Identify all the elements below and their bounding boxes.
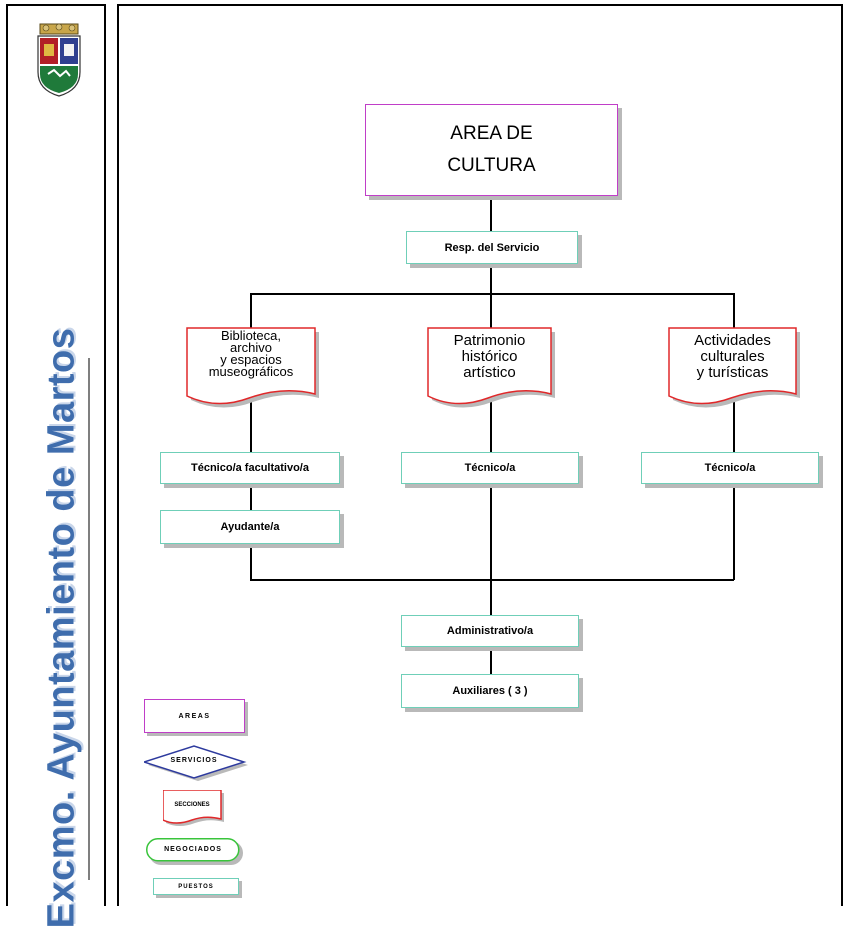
connector [250,579,734,581]
connector [490,646,492,674]
legend-servicios: SERVICIOS [144,745,248,781]
puesto-label: Auxiliares ( 3 ) [452,685,528,697]
connector [490,266,492,294]
seccion-line: Patrimonio [453,332,526,349]
connector [490,400,492,616]
servicio-label: Resp. del Servicio [444,241,540,254]
seccion-line: Actividades [694,332,771,349]
connector [250,293,734,295]
vertical-title: Excmo. Ayuntamiento de Martos [40,327,83,928]
legend-puestos: PUESTOS [153,878,239,895]
seccion-line: histórico [461,348,518,365]
seccion-box: Patrimonio histórico artístico [427,327,555,408]
servicio-box: Resp. del Servicio [406,231,578,264]
area-title-line2: CULTURA [447,155,536,176]
coat-of-arms-icon [34,22,84,98]
area-box: AREA DE CULTURA [365,104,618,196]
legend-areas-label: AREAS [178,712,211,720]
legend-puestos-label: PUESTOS [178,883,214,890]
seccion-line: museográficos [208,364,294,379]
seccion-line: Biblioteca, [221,328,281,343]
legend-negociados: NEGOCIADOS [146,838,243,865]
legend-areas: AREAS [144,699,245,733]
puesto-label: Técnico/a facultativo/a [191,462,309,474]
title-rule [88,358,90,880]
seccion-line: artístico [463,364,516,381]
vertical-title-container: Excmo. Ayuntamiento de Martos [27,328,97,928]
puesto-label: Técnico/a [464,462,516,474]
puesto-box: Técnico/a [401,452,579,484]
seccion-box: Actividades culturales y turísticas [668,327,800,408]
puesto-box: Técnico/a facultativo/a [160,452,340,484]
legend-secciones-label: SECCIONES [174,802,210,808]
connector [733,293,735,328]
puesto-label: Técnico/a [704,462,756,474]
connector [250,293,252,328]
legend-negociados-label: NEGOCIADOS [164,846,222,853]
puesto-label: Administrativo/a [446,625,534,637]
legend-secciones: SECCIONES [163,790,224,826]
connector [733,400,735,580]
connector [250,400,252,580]
seccion-line: culturales [700,348,765,365]
puesto-box: Ayudante/a [160,510,340,544]
puesto-label: Ayudante/a [220,521,280,533]
area-title-line1: AREA DE [450,123,533,144]
puesto-box: Técnico/a [641,452,819,484]
puesto-box: Administrativo/a [401,615,579,647]
puesto-box: Auxiliares ( 3 ) [401,674,579,708]
seccion-box: Biblioteca, archivo y espacios museográf… [186,327,319,408]
seccion-line: y turísticas [696,364,769,381]
chart-frame [117,4,843,906]
legend-servicios-label: SERVICIOS [170,757,218,764]
seccion-line: archivo [230,340,272,355]
seccion-line: y espacios [220,352,282,367]
connector [490,293,492,328]
left-strip-frame [6,4,106,906]
connector [490,196,492,234]
